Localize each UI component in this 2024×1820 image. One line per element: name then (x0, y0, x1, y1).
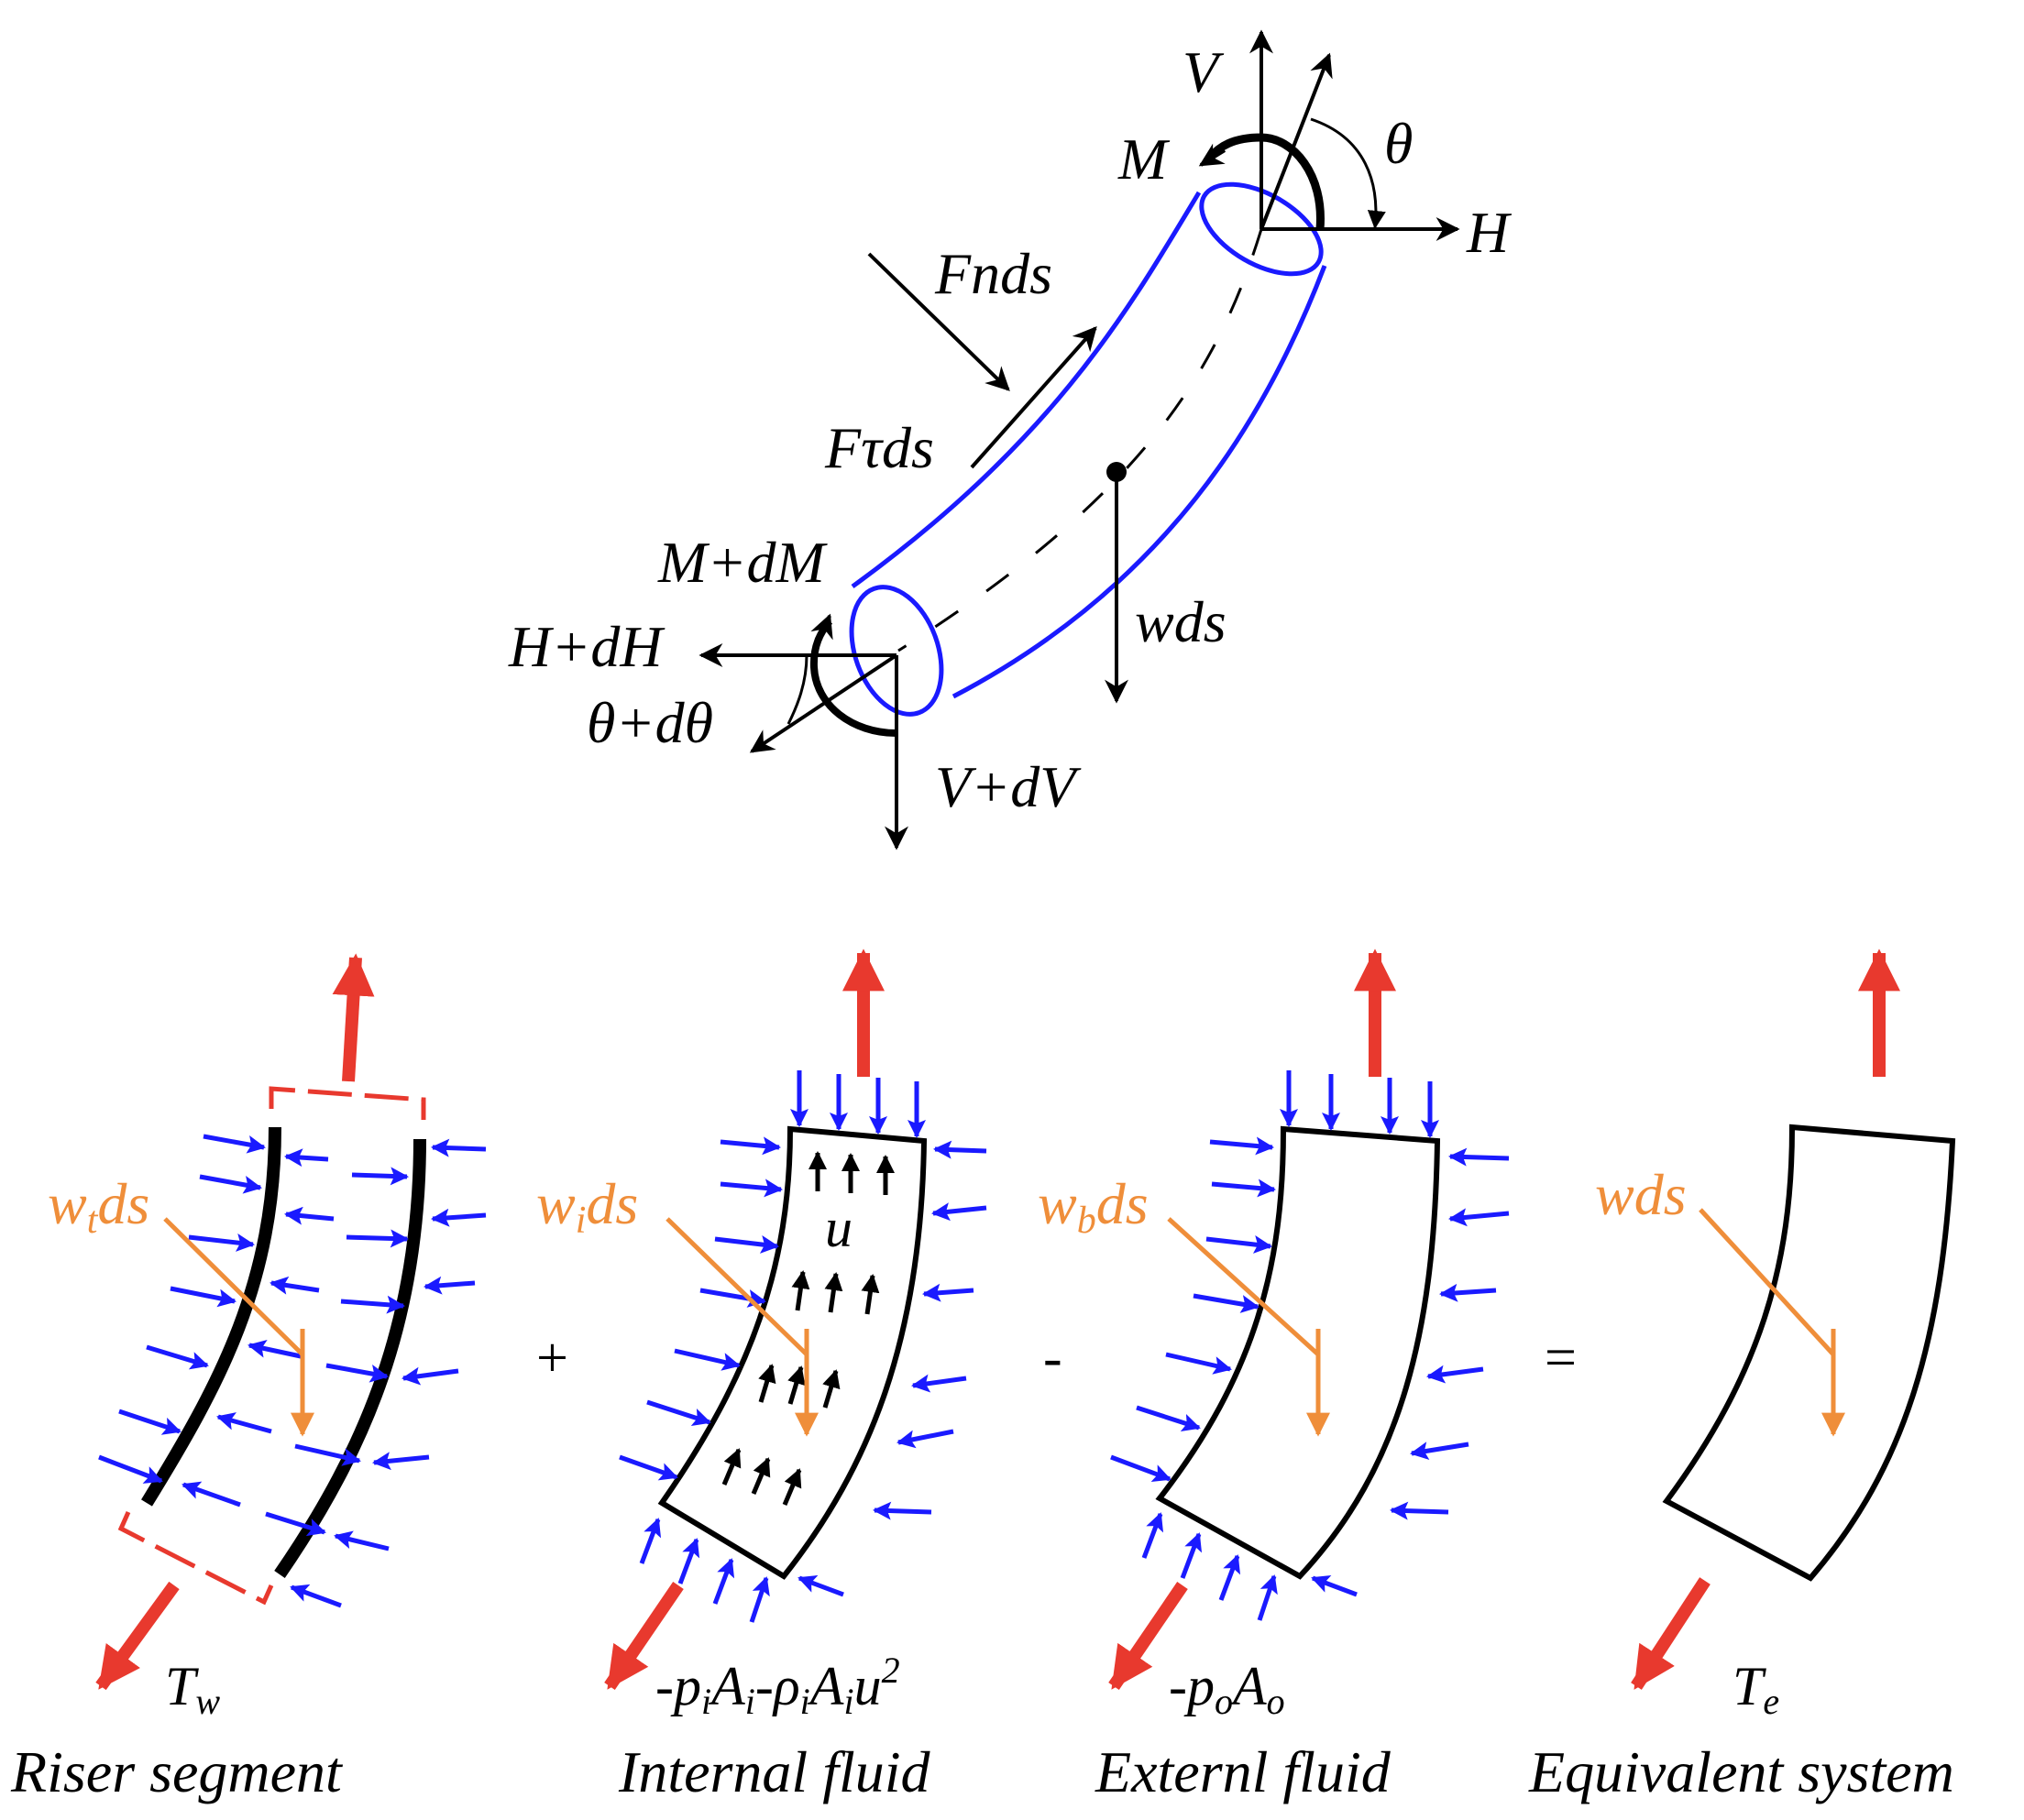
tension-arrow-bottom (95, 1581, 180, 1691)
label-H: H (1466, 200, 1512, 265)
weight-label: wbds (1038, 1171, 1149, 1242)
panel-equivalent-system: wds Te Equivalent system (1528, 948, 1956, 1804)
tension-arrow-bottom (1108, 1582, 1188, 1690)
panel-caption: Externl fluid (1094, 1739, 1392, 1804)
operator-plus: + (536, 1327, 568, 1389)
label-wds: wds (1135, 589, 1226, 654)
riser-top-bracket (269, 1086, 426, 1120)
pressure-arrows (619, 1070, 987, 1623)
label-V: V (1182, 39, 1225, 104)
panel-caption: Internal fluid (618, 1739, 931, 1804)
theta-dtheta-arc (786, 654, 808, 725)
top-pipe-element (849, 181, 1327, 717)
operator-minus: - (1043, 1327, 1062, 1389)
label-Fnds: Fnds (934, 241, 1052, 306)
panel-internal-fluid: u wids -piAi-ρiAiu2 Internal fluid (536, 948, 987, 1804)
M-dM-moment-arc (809, 619, 897, 737)
theta-arc (1310, 117, 1386, 229)
force-label: Te (1732, 1656, 1779, 1722)
force-label: -poAo (1169, 1656, 1285, 1722)
force-label: Tw (165, 1656, 220, 1722)
velocity-label: u (825, 1198, 852, 1258)
pipe-top-end (1199, 181, 1324, 277)
label-M-dM: M+dM (657, 530, 829, 595)
fluid-element-outline (1155, 1125, 1441, 1580)
label-Ftauds: Fτds (824, 415, 934, 480)
panel-external-fluid: wbds -poAo Externl fluid (1038, 948, 1510, 1804)
panel-riser-segment: wtds Tw Riser segment (10, 953, 487, 1804)
weight-label: wds (1595, 1162, 1687, 1227)
pipe-centerline (897, 228, 1263, 652)
operator-equals: = (1545, 1327, 1577, 1389)
pipe-bottom-end (849, 585, 944, 717)
velocity-arrows (721, 1151, 895, 1506)
panel-caption: Riser segment (10, 1739, 344, 1804)
weight-label: wids (536, 1171, 638, 1242)
label-theta: θ (1384, 111, 1413, 176)
Fnds-arrow (867, 252, 1010, 391)
pipe-outline (851, 191, 1327, 699)
label-V-dV: V+dV (935, 754, 1082, 819)
panel-caption: Equivalent system (1528, 1739, 1954, 1804)
tension-arrow-top (332, 953, 375, 1082)
pressure-arrows (1110, 1070, 1510, 1621)
top-labels: V M θ H Fnds Fτds M+dM H+dH θ+dθ wds V+d… (508, 39, 1512, 819)
fluid-element-outline (657, 1125, 928, 1580)
label-H-dH: H+dH (508, 614, 666, 679)
Ftauds-arrow (970, 326, 1097, 469)
force-label: -piAi-ρiAiu2 (655, 1650, 900, 1722)
top-forces (698, 29, 1460, 850)
riser-wall-left (141, 1126, 281, 1507)
tension-arrow-bottom (1631, 1577, 1710, 1690)
tension-arrow-bottom (604, 1582, 684, 1690)
label-M: M (1117, 126, 1171, 192)
pressure-arrows (98, 1134, 487, 1608)
riser-bottom-bracket (117, 1510, 274, 1606)
tangent-arrow (1260, 52, 1333, 230)
label-theta-dtheta: θ+dθ (587, 690, 713, 755)
equivalent-element-outline (1662, 1124, 1956, 1582)
weight-label: wtds (48, 1171, 149, 1242)
